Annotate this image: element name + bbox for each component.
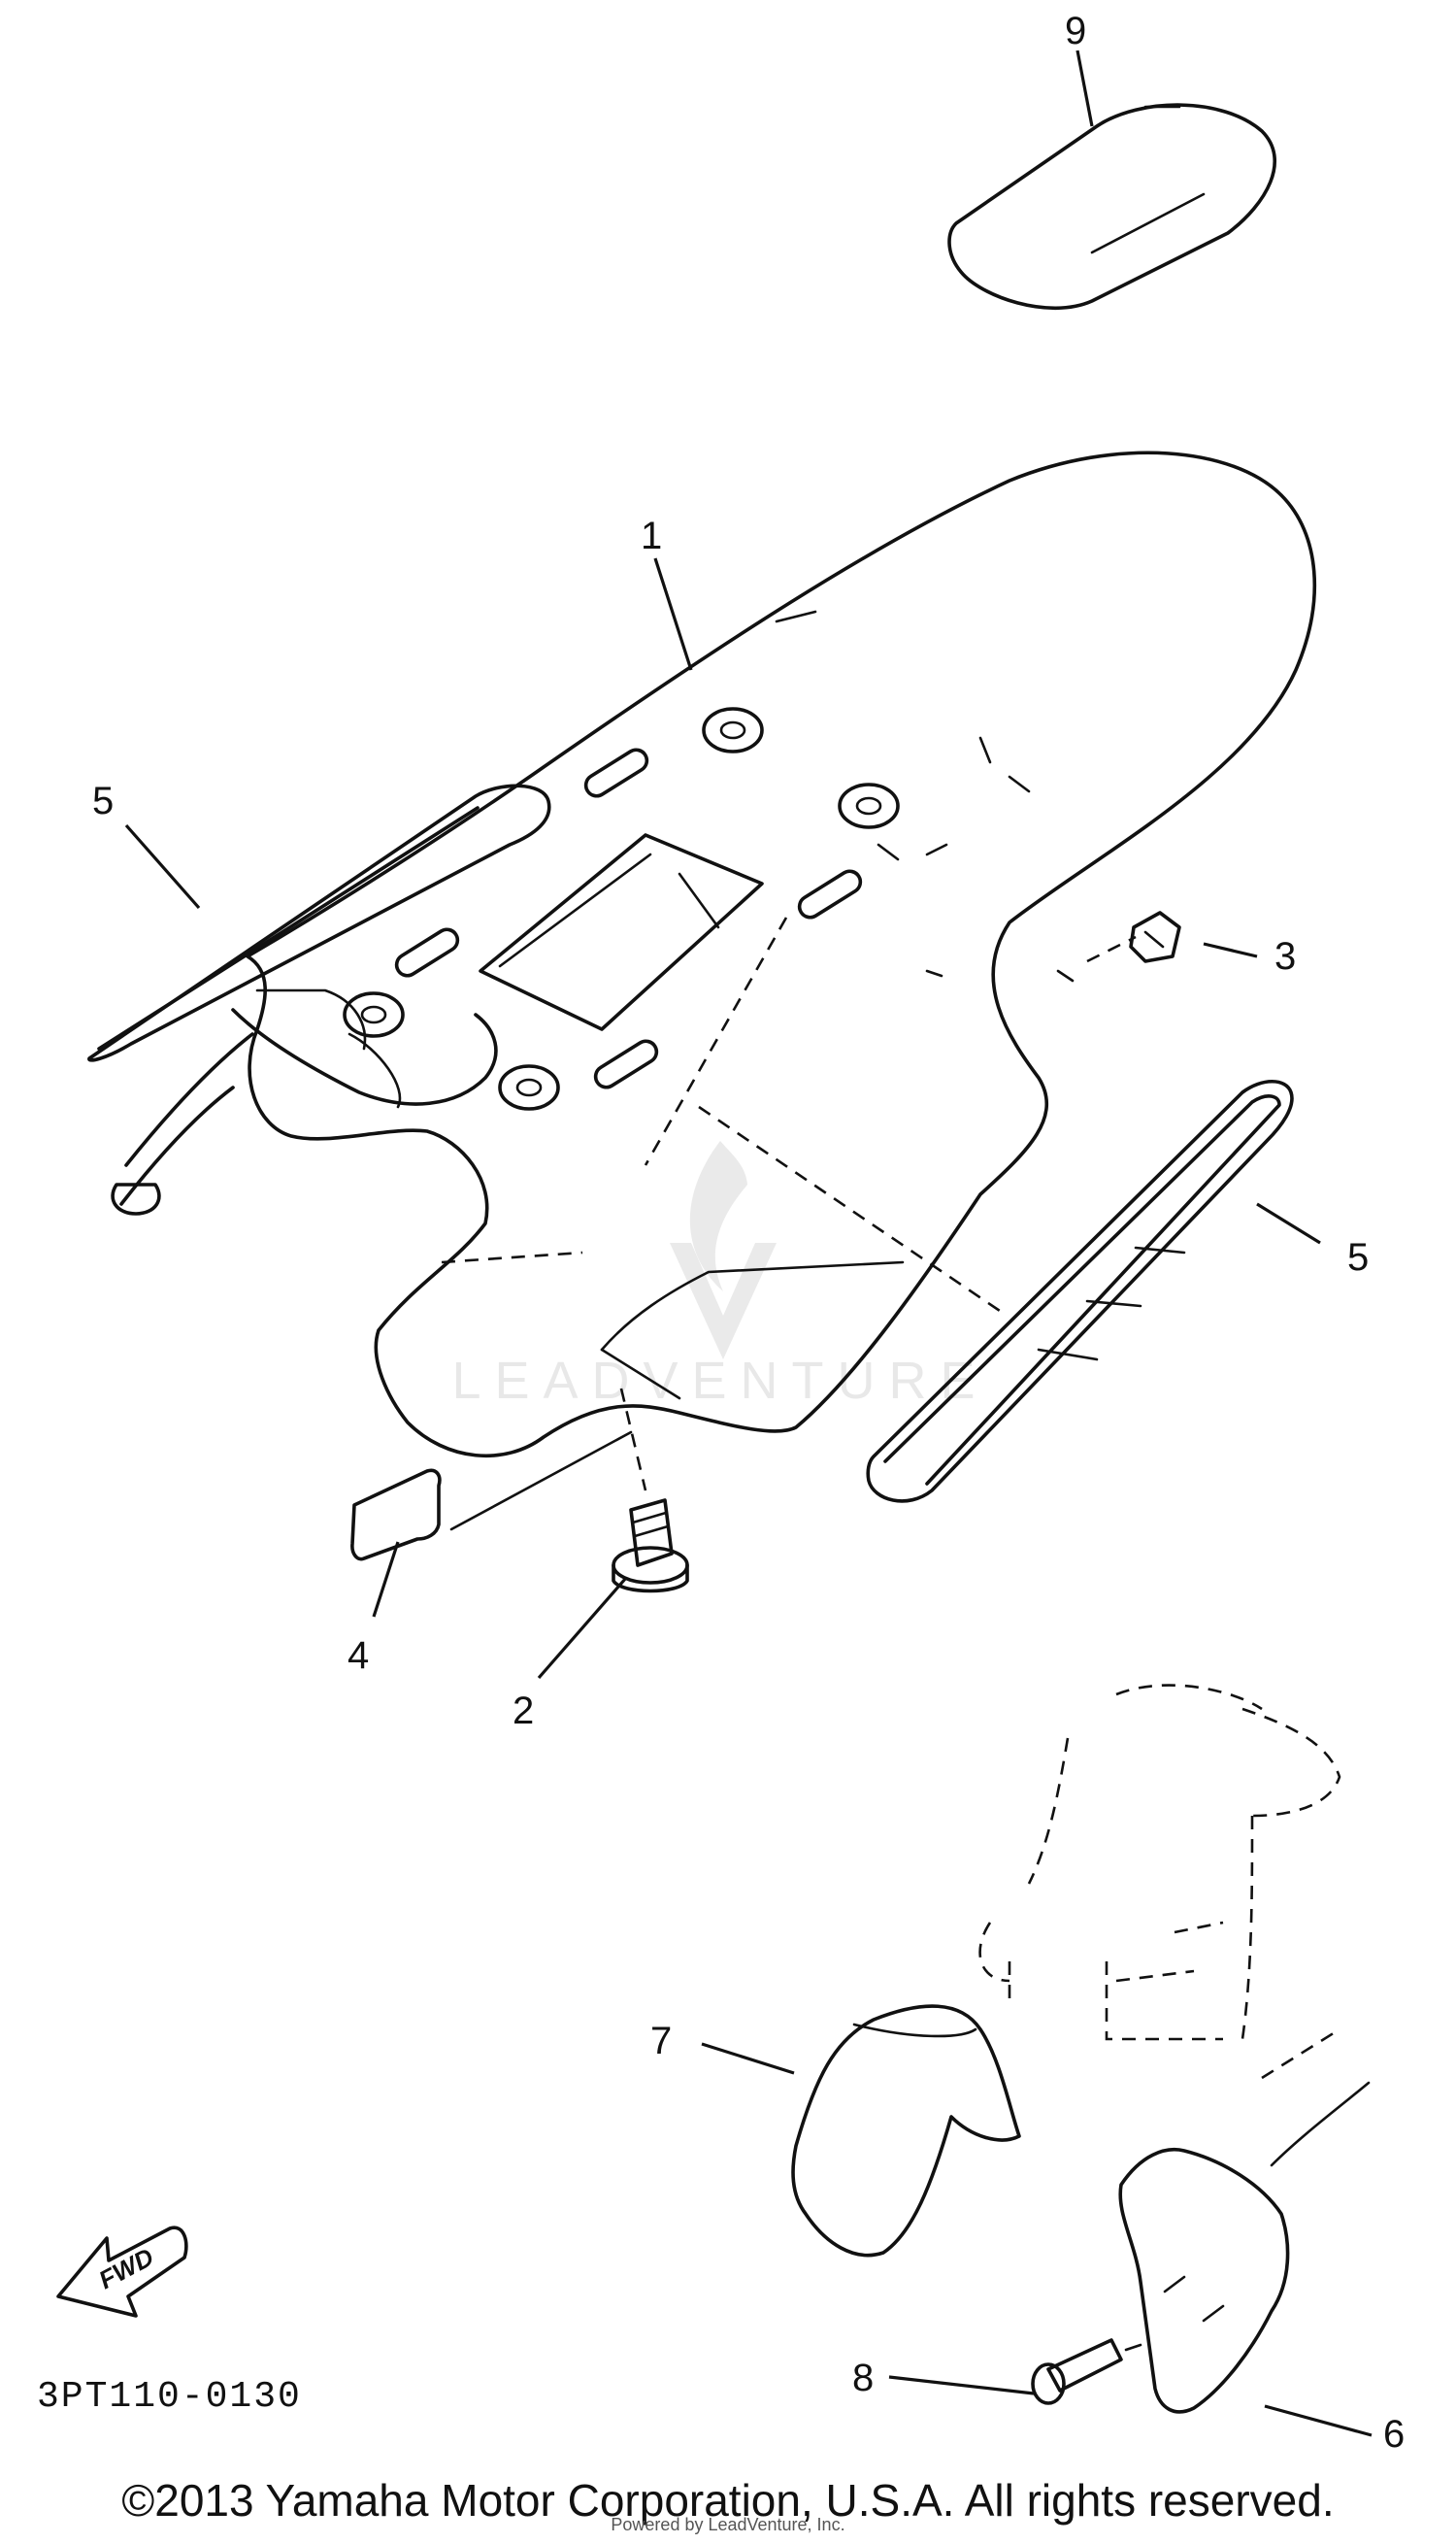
callout-5-left: 5 [92, 780, 114, 822]
copyright-notice: ©2013 Yamaha Motor Corporation, U.S.A. A… [121, 2475, 1335, 2526]
slot [583, 748, 649, 798]
fwd-direction-arrow: FWD [56, 2226, 188, 2318]
part-3-clip [1129, 911, 1181, 963]
callout-1: 1 [641, 515, 662, 557]
part-7-side-cover [791, 2004, 1021, 2258]
part-code: 3PT110-0130 [37, 2376, 302, 2418]
part-2-bolt [612, 1498, 689, 1593]
part-1-rear-fender [111, 451, 1316, 1457]
callout-2: 2 [513, 1690, 534, 1732]
mount-hole [498, 1064, 560, 1111]
callout-8: 8 [852, 2357, 874, 2399]
callout-6: 6 [1383, 2413, 1405, 2456]
watermark: LEADVENTURE [451, 1141, 988, 1410]
part-8-screw [1031, 2338, 1142, 2405]
mount-hole [838, 783, 900, 829]
part-5-right-reflector [866, 1080, 1294, 1503]
callout-9: 9 [1065, 10, 1086, 52]
callout-3: 3 [1274, 935, 1296, 978]
footer-credit: Powered by LeadVenture, Inc. [611, 2515, 845, 2534]
callout-7: 7 [650, 2020, 672, 2062]
part-6-cover-panel [1118, 2081, 1371, 2414]
callout-leaders [124, 50, 1373, 2437]
mount-hole [343, 991, 405, 1038]
part-9-pad [947, 103, 1276, 311]
watermark-text: LEADVENTURE [451, 1352, 988, 1410]
callout-numbers: 9 1 5 3 5 4 2 7 8 6 [92, 10, 1405, 2456]
slot [797, 869, 863, 920]
part-4-plate [350, 1468, 442, 1561]
leadventure-flame-logo [670, 1141, 777, 1359]
lower-assembly [791, 1684, 1371, 2414]
callout-4: 4 [347, 1634, 369, 1677]
slot [593, 1039, 659, 1089]
callout-5-right: 5 [1347, 1236, 1369, 1279]
part-5-left-reflector [87, 784, 551, 1062]
slot [394, 927, 460, 978]
assembly-lines [441, 917, 1137, 1531]
mount-hole [702, 707, 764, 753]
